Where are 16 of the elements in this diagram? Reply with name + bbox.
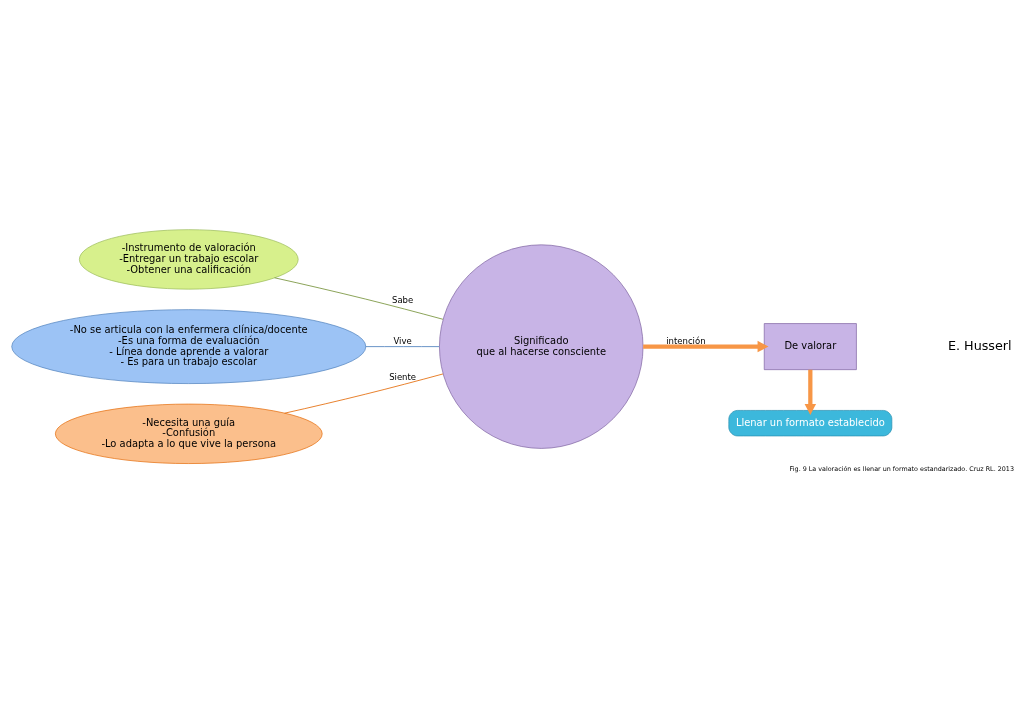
node-box: De valorar	[763, 322, 857, 370]
node-ellipse: -Instrumento de valoración -Entregar un trabajo escolar -Obtener una calificación	[79, 228, 299, 289]
node-circle: Significado que al hacerse consciente	[439, 243, 644, 449]
connector	[365, 345, 440, 347]
label: E. Husserl	[947, 337, 1012, 353]
connector	[274, 276, 444, 320]
node-ellipse: -No se articula con la enfermera clínica/docente -Es una forma de evaluación - Línea donde aprende a valorar - Es para un trabajo escolar	[11, 308, 367, 384]
edge-label: Vive	[393, 335, 412, 346]
arrow	[804, 369, 817, 415]
node-box: Llenar un formato establecido	[728, 409, 893, 436]
edge-label: intención	[666, 335, 706, 346]
edge-label: Sabe	[392, 294, 414, 305]
node-ellipse: -Necesita una guía -Confusión -Lo adapta a lo que vive la persona	[55, 403, 323, 464]
connector	[284, 373, 444, 414]
arrow	[643, 340, 769, 352]
edge-label: Siente	[389, 371, 417, 382]
